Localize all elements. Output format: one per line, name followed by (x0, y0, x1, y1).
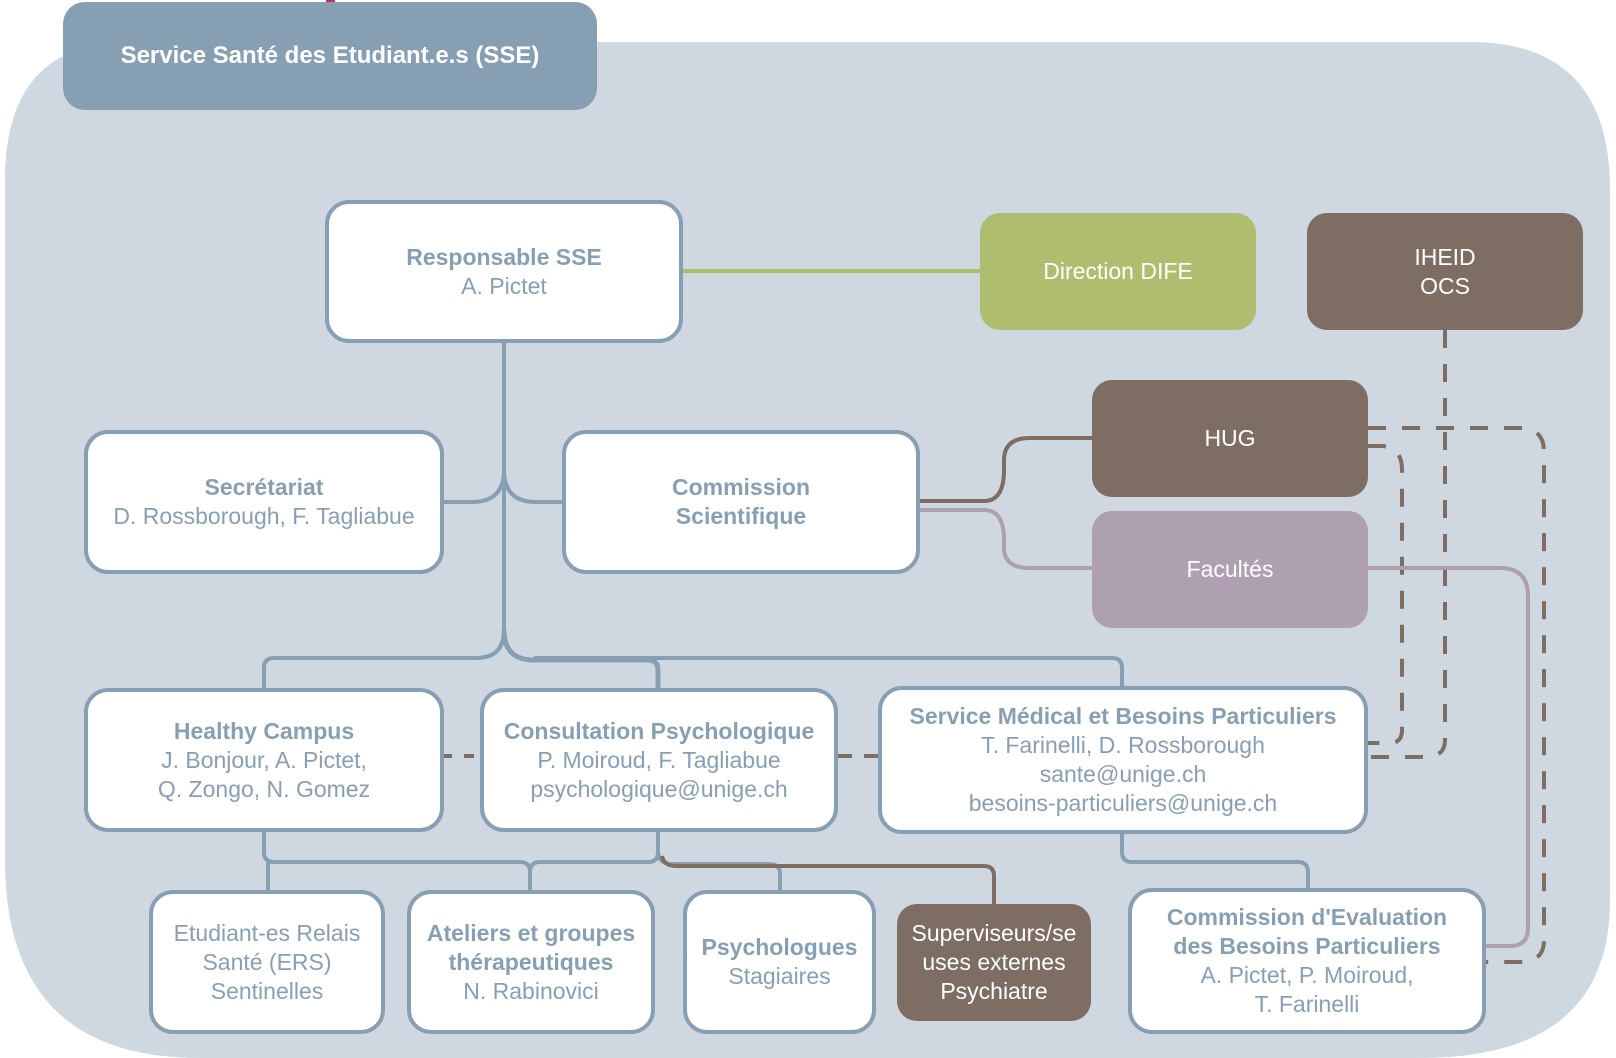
node-line: HUG (1204, 425, 1256, 451)
node-iheid-ocs[interactable]: IHEID OCS (1307, 213, 1583, 330)
node-line: IHEID (1414, 243, 1476, 270)
node-facultes[interactable]: Facultés (1092, 511, 1368, 628)
link-hug-medical-dashed (1368, 444, 1404, 745)
node-line: A. Pictet, P. Moiroud, (1200, 962, 1414, 988)
node-line: OCS (1420, 272, 1470, 299)
node-line: Superviseurs/se (911, 920, 1077, 946)
link-cs-facultes (918, 508, 1092, 570)
node-line: uses externes (922, 949, 1066, 975)
node-title: des Besoins Particuliers (1173, 933, 1441, 959)
link-healthy-campus (262, 629, 506, 690)
page-title-text: Service Santé des Etudiant.e.s (SSE) (120, 42, 540, 69)
node-title: Ateliers et groupes (426, 919, 636, 946)
node-line: T. Farinelli (1254, 991, 1360, 1017)
node-title: Commission d'Evaluation (1166, 904, 1448, 930)
node-ateliers[interactable]: Ateliers et groupes thérapeutiques N. Ra… (407, 890, 655, 1034)
node-ers[interactable]: Etudiant-es Relais Santé (ERS) Sentinell… (149, 890, 385, 1034)
node-line: Santé (ERS) (202, 948, 332, 975)
node-title: Healthy Campus (173, 717, 355, 744)
node-secretariat[interactable]: Secrétariat D. Rossborough, F. Tagliabue (84, 430, 444, 574)
node-title: Consultation Psychologique (503, 717, 815, 744)
node-hug[interactable]: HUG (1092, 380, 1368, 497)
node-responsable-sse[interactable]: Responsable SSE A. Pictet (325, 200, 683, 343)
node-line: J. Bonjour, A. Pictet, (161, 746, 367, 773)
page-title: Service Santé des Etudiant.e.s (SSE) (63, 2, 597, 110)
node-commission-scientifique[interactable]: Commission Scientifique (562, 430, 920, 574)
node-line: Direction DIFE (1043, 258, 1193, 284)
node-line: P. Moiroud, F. Tagliabue (537, 746, 781, 773)
node-line: sante@unige.ch (1039, 761, 1207, 787)
node-healthy-campus[interactable]: Healthy Campus J. Bonjour, A. Pictet, Q.… (84, 688, 444, 832)
node-line: besoins-particuliers@unige.ch (968, 790, 1278, 816)
node-line: Psychiatre (940, 978, 1048, 1004)
node-title: Secrétariat (204, 474, 324, 500)
link-superviseurs (660, 855, 996, 904)
node-title: Scientifique (675, 503, 807, 529)
node-superviseurs[interactable]: Superviseurs/se uses externes Psychiatre (897, 904, 1091, 1021)
link-iheid-medical-dashed (1370, 330, 1447, 759)
node-psychologues[interactable]: Psychologues Stagiaires (683, 890, 876, 1034)
node-line: Q. Zongo, N. Gomez (157, 775, 371, 802)
node-line: Facultés (1186, 556, 1274, 582)
link-commission-scientifique (502, 469, 562, 504)
node-line: D. Rossborough, F. Tagliabue (113, 503, 415, 529)
node-line: T. Farinelli, D. Rossborough (981, 732, 1265, 758)
node-direction-dife[interactable]: Direction DIFE (980, 213, 1256, 330)
node-title: Service Médical et Besoins Particuliers (909, 703, 1337, 729)
node-line: Stagiaires (728, 963, 831, 989)
node-title: Psychologues (701, 934, 858, 960)
link-facultes-commission-eval (1368, 566, 1530, 948)
node-commission-evaluation[interactable]: Commission d'Evaluation des Besoins Part… (1128, 888, 1486, 1034)
node-line: N. Rabinovici (463, 977, 599, 1004)
node-line: psychologique@unige.ch (530, 775, 788, 802)
node-service-medical[interactable]: Service Médical et Besoins Particuliers … (878, 686, 1368, 834)
link-cs-hug (918, 436, 1092, 503)
node-line: Sentinelles (210, 977, 324, 1004)
link-service-medical (534, 656, 1124, 688)
node-title: Responsable SSE (406, 243, 602, 270)
node-line: Etudiant-es Relais (173, 919, 361, 946)
node-line: A. Pictet (461, 272, 547, 299)
node-consultation-psychologique[interactable]: Consultation Psychologique P. Moiroud, F… (480, 688, 838, 832)
node-title: Commission (671, 474, 811, 500)
link-medical-commission-eval (1120, 832, 1310, 890)
node-title: thérapeutiques (448, 948, 614, 975)
